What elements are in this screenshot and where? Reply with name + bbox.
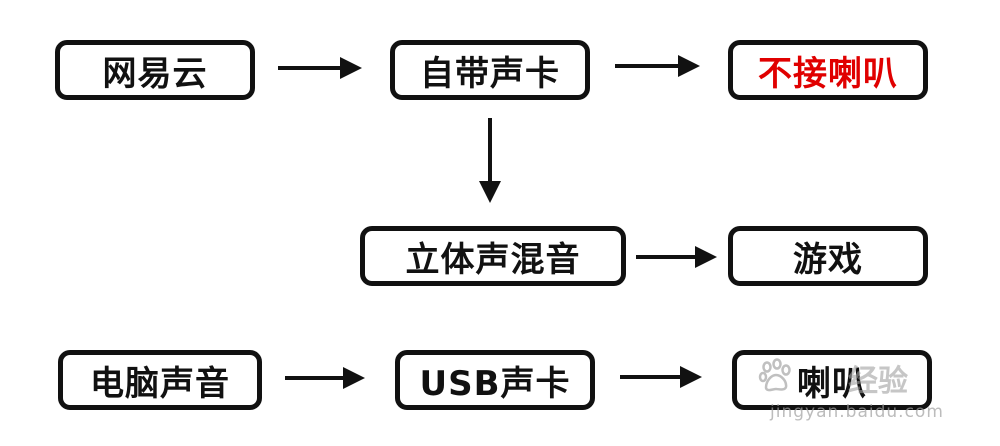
- watermark-url: jingyan.baidu.com: [770, 402, 944, 422]
- node-diannao-shengyin-label: 电脑声音: [90, 363, 230, 404]
- node-diannao-shengyin: 电脑声音: [58, 350, 262, 410]
- node-litisheng-hunyin-label: 立体声混音: [405, 239, 581, 280]
- node-usb-shengka: USB声卡: [395, 350, 595, 410]
- node-youxi-label: 游戏: [793, 239, 863, 280]
- node-usb-shengka-label: USB声卡: [419, 363, 571, 404]
- node-litisheng-hunyin: 立体声混音: [360, 226, 626, 286]
- arrow-zidai-to-litisheng: [479, 118, 501, 203]
- node-zidai-shengka-label: 自带声卡: [420, 53, 560, 94]
- node-laba-label: 喇叭: [797, 363, 867, 404]
- arrow-zidai-to-bujie: [615, 55, 700, 77]
- node-bujie-laba-label: 不接喇叭: [758, 53, 898, 94]
- arrow-litisheng-to-youxi: [636, 246, 717, 268]
- baidu-jingyan-watermark: 经验 jingyan.baidu.com: [752, 352, 952, 442]
- node-wangyiyun-label: 网易云: [102, 53, 208, 94]
- arrow-diannao-to-usb: [285, 367, 365, 389]
- arrow-wangyiyun-to-zidai: [278, 57, 362, 79]
- watermark-brand: 经验: [848, 364, 908, 399]
- node-youxi: 游戏: [728, 226, 928, 286]
- baidu-paw-icon: [758, 358, 791, 392]
- arrow-usb-to-laba: [620, 366, 702, 388]
- node-zidai-shengka: 自带声卡: [390, 40, 590, 100]
- node-bujie-laba: 不接喇叭: [728, 40, 928, 100]
- node-wangyiyun: 网易云: [55, 40, 255, 100]
